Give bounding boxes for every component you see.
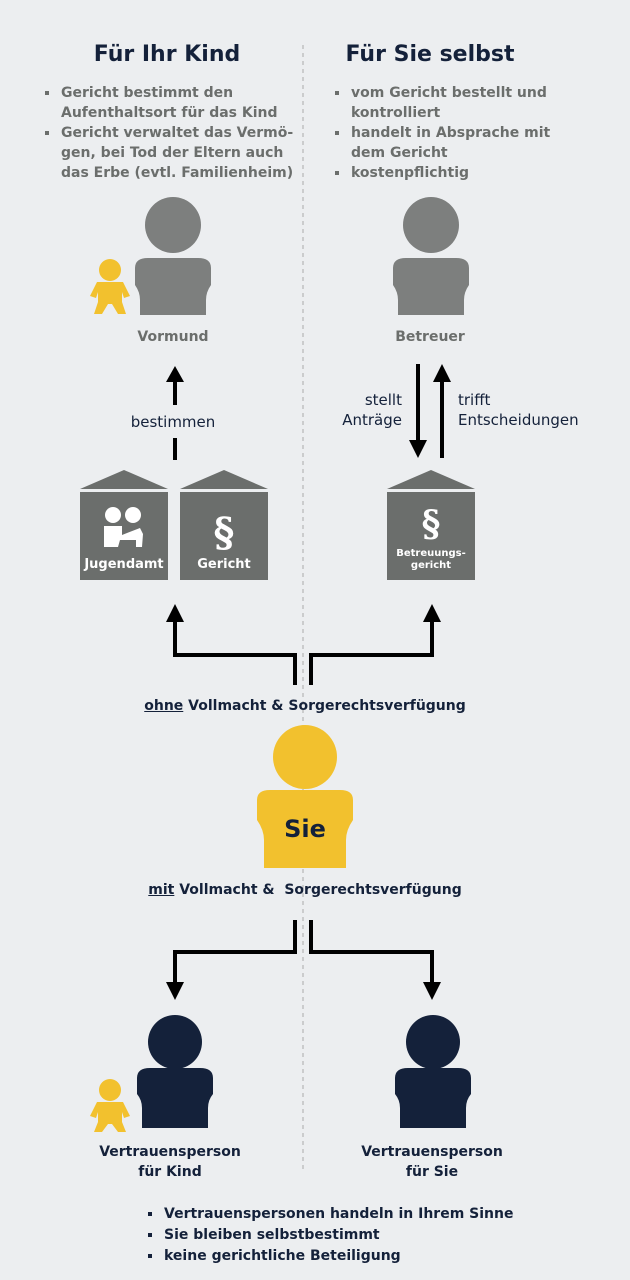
ohne-branch-arrows [166,604,441,685]
label-line: für Kind [138,1164,202,1180]
without-rest: Vollmacht & Sorgerechtsverfügung [183,698,466,714]
svg-text:§: § [214,509,235,556]
label-line: Entscheidungen [458,411,579,429]
you-person-icon [257,725,353,868]
label-line: stellt [364,391,402,409]
betreuungsgericht-building: § [387,470,475,580]
gericht-building: § [180,470,268,580]
jugendamt-building [80,470,168,580]
gericht-label: Gericht [197,557,251,572]
child-icon-bottom [90,1079,130,1132]
vormund-person-icon [135,197,211,315]
label-line: Vertrauensperson [361,1144,503,1160]
child-icon [90,259,130,314]
mit-branch-arrows [166,920,441,1000]
betreuer-label: Betreuer [395,329,465,345]
label-line: trifft [458,391,491,409]
label-line: Vertrauensperson [99,1144,241,1160]
trusted-person-self-icon [395,1015,471,1128]
betreuungsgericht-label: Betreuungs-gericht [387,548,475,572]
ohne-text: ohne [144,698,184,714]
without-label: ohne Vollmacht & Sorgerechtsverfügung [0,698,610,714]
bullet: Gericht verwaltet das Vermö-gen, bei Tod… [45,123,295,183]
bullet: vom Gericht bestellt und kontrolliert [335,83,565,123]
betreuer-arrows [409,364,451,458]
bullet: handelt in Absprache mit dem Gericht [335,123,565,163]
bottom-bullets: Vertrauenspersonen handeln in Ihrem Sinn… [148,1204,568,1267]
with-label: mit Vollmacht & Sorgerechtsverfügung [0,882,610,898]
betreuer-person-icon [393,197,469,315]
vormund-label: Vormund [137,329,209,345]
bestimmen-label: bestimmen [130,413,216,431]
trusted-person-self-label: Vertrauensperson für Sie [332,1142,532,1182]
bullet: Gericht bestimmt den Aufenthaltsort für … [45,83,295,123]
with-rest: Vollmacht & Sorgerechtsverfügung [174,882,462,898]
left-column-title: Für Ihr Kind [93,42,241,67]
trusted-person-child-icon [137,1015,213,1128]
bestimmen-arrow [166,366,184,460]
mit-text: mit [148,882,175,898]
bullet: keine gerichtliche Beteiligung [148,1246,568,1267]
bullet: Sie bleiben selbstbestimmt [148,1225,568,1246]
label-line: Betreuungs- [396,548,466,559]
right-column-title: Für Sie selbst [345,42,515,67]
you-label: Sie [284,815,326,843]
jugendamt-label: Jugendamt [84,557,164,572]
label-line: Anträge [342,411,402,429]
bullet: Vertrauenspersonen handeln in Ihrem Sinn… [148,1204,568,1225]
right-bullets: vom Gericht bestellt und kontrolliert ha… [335,83,565,183]
bullet: kostenpflichtig [335,163,565,183]
left-bullets: Gericht bestimmt den Aufenthaltsort für … [45,83,295,183]
trusted-person-child-label: Vertrauensperson für Kind [70,1142,270,1182]
family-icon [104,507,143,547]
label-line: gericht [410,560,452,571]
svg-text:§: § [422,503,441,545]
label-line: für Sie [405,1164,459,1180]
